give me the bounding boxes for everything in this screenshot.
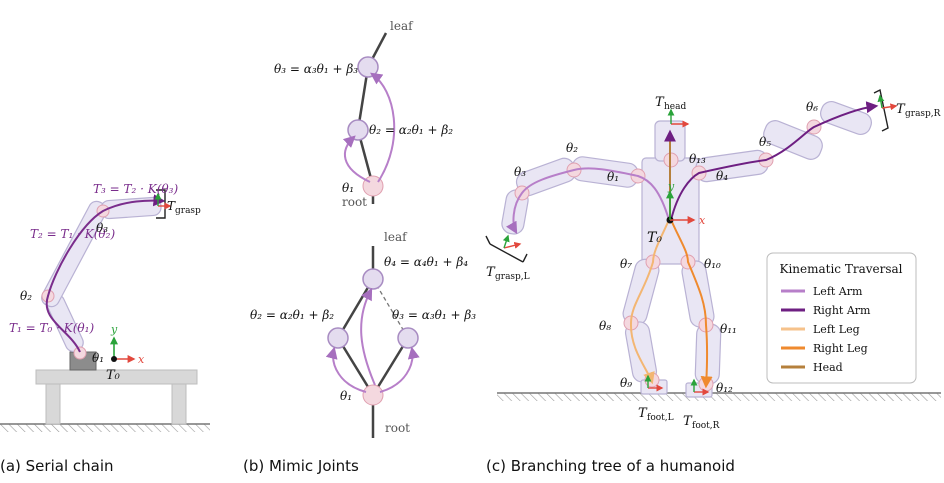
ground-hatch: [0, 424, 210, 432]
label-tfoot-r-sub: foot,R: [692, 421, 720, 431]
label-tgrasp-r: T: [896, 102, 906, 117]
bottom-leaf-label: leaf: [384, 230, 408, 244]
label-j8: θ₈: [599, 319, 611, 333]
caption-b: (b) Mimic Joints: [243, 457, 359, 475]
gripper-right-icon: [873, 88, 889, 132]
bottom-link-theta3: [371, 337, 410, 396]
label-tgrasp-sub: grasp: [175, 206, 201, 216]
top-leaf-label: leaf: [390, 19, 414, 33]
label-tgrasp-r-sub: grasp,R: [905, 109, 941, 119]
bottom-dashed-link: [372, 278, 409, 339]
label-t0: T₀: [106, 368, 121, 383]
label-humanoid-y: y: [667, 180, 675, 193]
label-tgrasp-l-sub: grasp,L: [495, 272, 530, 282]
caption-c: (c) Branching tree of a humanoid: [486, 457, 735, 475]
label-t2-eq: T₂ = T₁ · K(θ₂): [30, 227, 115, 241]
legend-label: Left Arm: [813, 285, 863, 298]
label-j3: θ₃: [514, 165, 526, 179]
label-theta3: θ₃: [96, 221, 108, 235]
label-tfoot-r: T: [683, 414, 693, 429]
bottom-link-theta2: [336, 337, 375, 396]
label-j13: θ₁₃: [689, 152, 706, 166]
legend-label: Left Leg: [813, 323, 860, 336]
label-thead-sub: head: [664, 102, 686, 112]
label-j10: θ₁₀: [704, 257, 721, 271]
bottom-theta4-eq: θ₄ = α₄θ₁ + β₄: [384, 255, 468, 269]
grasp-r-x-axis: [881, 103, 898, 111]
grasp-r-y-axis: [877, 94, 885, 109]
legend-label: Right Arm: [813, 304, 871, 317]
bottom-theta3-eq: θ₃ = α₃θ₁ + β₃: [392, 308, 476, 322]
label-humanoid-x: x: [699, 214, 706, 227]
panel-a-serial-chain: T₃ = T₂ · K(θ₃) T₂ = T₁ · K(θ₂) T₁ = T₀ …: [0, 182, 210, 475]
bottom-theta2-eq: θ₂ = α₂θ₁ + β₂: [250, 308, 334, 322]
label-j11: θ₁₁: [720, 322, 737, 336]
label-t3-eq: T₃ = T₂ · K(θ₃): [93, 182, 178, 196]
path-left-leg: [629, 221, 669, 385]
label-j2: θ₂: [566, 141, 578, 155]
top-joint-theta2: [347, 119, 369, 141]
label-t0: T₀: [647, 230, 662, 246]
panel-c-humanoid: T head T grasp,L T grasp,R T foot,L T fo…: [485, 88, 941, 475]
grasp-l-y-axis: [502, 234, 510, 249]
path-left-arm: [506, 167, 670, 235]
label-x: x: [138, 353, 145, 366]
label-j7: θ₇: [620, 257, 632, 271]
bottom-arrow-to-theta2: [325, 346, 367, 393]
bottom-arrow-to-theta4: [360, 287, 376, 386]
bottom-joint-theta3: [397, 327, 419, 349]
top-theta3-eq: θ₃ = α₃θ₁ + β₃: [274, 62, 358, 76]
table-leg-left: [45, 383, 61, 425]
table-leg-right: [171, 383, 187, 425]
bottom-theta1: θ₁: [340, 389, 352, 403]
joint-labels: θ₁ θ₂ θ₃ θ₄ θ₅ θ₆ θ₇ θ₈ θ₉ θ₁₀ θ₁₁ θ₁₂ θ…: [514, 100, 818, 395]
label-thead: T: [655, 95, 665, 110]
panel-b-mimic-joints: leaf root θ₃ = α₃θ₁ + β₃ θ₂ = α₂θ₁ + β₂ …: [243, 19, 476, 475]
label-j1: θ₁: [607, 170, 619, 184]
label-tfoot-l-sub: foot,L: [647, 413, 674, 423]
legend-label: Right Leg: [813, 342, 868, 355]
bottom-joint-theta4: [362, 268, 384, 290]
serial-traversal-arrow: [45, 194, 166, 353]
label-j12: θ₁₂: [716, 381, 733, 395]
label-tgrasp-l: T: [486, 265, 496, 280]
top-root-label: root: [342, 195, 367, 209]
label-t1-eq: T₁ = T₀ · K(θ₁): [9, 321, 94, 335]
label-j5: θ₅: [759, 135, 771, 149]
table-top: [35, 369, 198, 385]
label-tfoot-l: T: [638, 406, 648, 421]
label-j4: θ₄: [716, 169, 728, 183]
top-theta1: θ₁: [342, 181, 354, 195]
path-right-arm: [670, 101, 879, 221]
legend-box: [766, 252, 917, 384]
bottom-joint-theta1: [362, 384, 384, 406]
label-j9: θ₉: [620, 376, 632, 390]
top-joint-theta3: [357, 56, 379, 78]
bottom-root-label: root: [385, 421, 410, 435]
grasp-l-x-axis: [503, 241, 522, 249]
legend-label: Head: [813, 361, 843, 374]
bottom-joint-theta2: [327, 327, 349, 349]
label-y: y: [110, 323, 118, 336]
label-theta1: θ₁: [92, 351, 104, 365]
bottom-arrow-to-theta3: [379, 346, 420, 393]
top-arrow-to-theta3: [370, 72, 396, 183]
legend-title: Kinematic Traversal: [779, 262, 902, 276]
top-arrow-to-theta2: [342, 135, 371, 183]
humanoid-ground-hatch: [497, 393, 941, 401]
label-theta2: θ₂: [20, 289, 32, 303]
gripper-left-icon: [485, 235, 528, 263]
serial-links: [41, 196, 162, 352]
frame-origin: [111, 356, 117, 362]
label-j6: θ₆: [806, 100, 818, 114]
top-theta2-eq: θ₂ = α₂θ₁ + β₂: [369, 123, 453, 137]
caption-a: (a) Serial chain: [0, 457, 114, 475]
path-right-leg: [671, 221, 713, 389]
label-tgrasp: T: [167, 199, 176, 213]
